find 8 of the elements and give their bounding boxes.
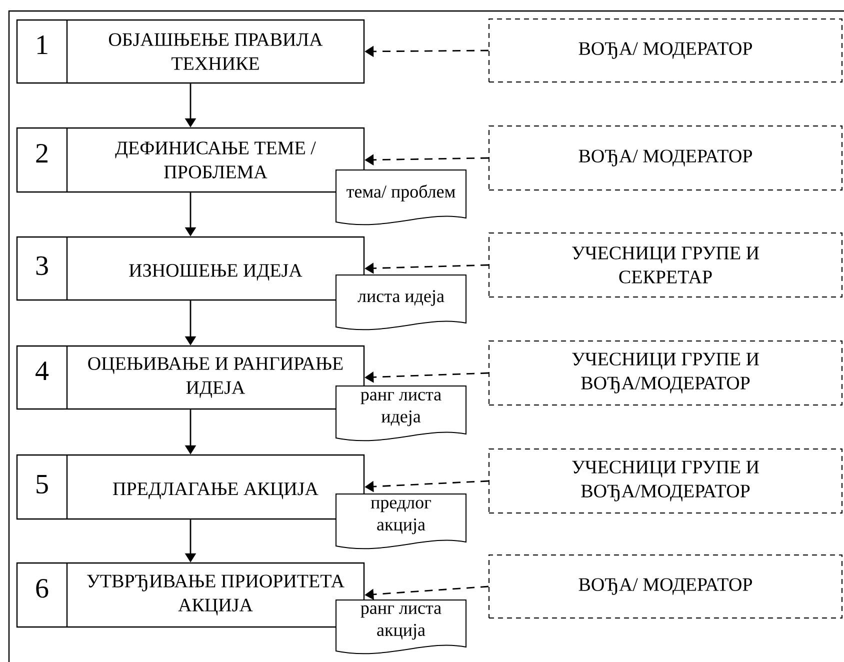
actor-box: ВОЂА/ МОДЕРАТОР (488, 554, 842, 618)
step-box: 5 ПРЕДЛАГАЊЕ АКЦИЈА (16, 454, 365, 520)
actor-box: УЧЕСНИЦИ ГРУПЕ И ВОЂА/МОДЕРАТОР (488, 448, 842, 514)
actor-box: УЧЕСНИЦИ ГРУПЕ И ВОЂА/МОДЕРАТОР (488, 340, 842, 406)
actor-box: УЧЕСНИЦИ ГРУПЕ И СЕКРЕТАР (488, 232, 842, 298)
step-box: 1 ОБЈАШЊЕЊЕ ПРАВИЛА ТЕХНИКЕ (16, 19, 365, 84)
actor-box: ВОЂА/ МОДЕРАТОР (488, 18, 842, 82)
actor-box: ВОЂА/ МОДЕРАТОР (488, 126, 842, 190)
